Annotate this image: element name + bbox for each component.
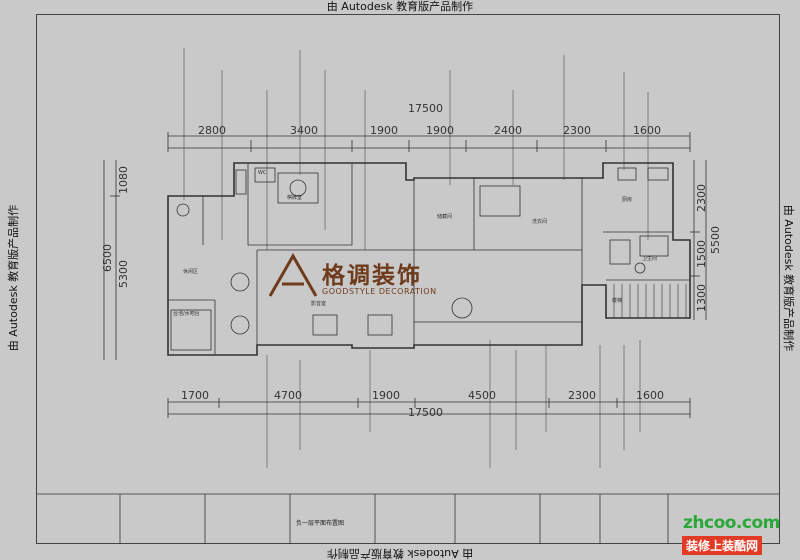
dim-right-seg: 1500 xyxy=(695,240,708,268)
dim-top-seg: 1600 xyxy=(633,124,661,137)
room-label: 休闲区 xyxy=(183,269,199,275)
dim-bottom-seg: 4700 xyxy=(274,389,302,402)
room-label: 台池/水吧台 xyxy=(173,311,200,317)
dim-left-seg: 1080 xyxy=(117,166,130,194)
dim-left-total: 6500 xyxy=(101,244,114,272)
dim-bottom-seg: 1900 xyxy=(372,389,400,402)
dim-right-seg: 2300 xyxy=(695,184,708,212)
dim-top-seg: 1900 xyxy=(426,124,454,137)
dim-top-seg: 2300 xyxy=(563,124,591,137)
room-label: WC xyxy=(258,170,267,176)
room-label: 洗衣间 xyxy=(532,219,548,225)
dim-right-total: 5500 xyxy=(709,226,722,254)
dim-right-seg: 1300 xyxy=(695,284,708,312)
room-label: 厨房 xyxy=(622,197,633,203)
dim-top-seg: 2400 xyxy=(494,124,522,137)
room-label: 储藏间 xyxy=(437,214,453,220)
drawing-frame xyxy=(36,14,780,544)
site-brand[interactable]: zhcoo.com xyxy=(683,513,780,533)
dim-bottom-seg: 1700 xyxy=(181,389,209,402)
dim-bottom-seg: 4500 xyxy=(468,389,496,402)
dim-bottom-seg: 2300 xyxy=(568,389,596,402)
room-label: 楼梯 xyxy=(612,298,623,304)
dim-left-seg: 5300 xyxy=(117,260,130,288)
company-logo-name: 格调装饰 xyxy=(322,263,422,289)
dim-top-seg: 3400 xyxy=(290,124,318,137)
dim-top-total: 17500 xyxy=(408,102,443,115)
site-slogan: 装修上装酷网 xyxy=(682,536,763,555)
dim-bottom-seg: 1600 xyxy=(636,389,664,402)
room-label: 影音室 xyxy=(311,301,327,307)
watermark-top: 由 Autodesk 教育版产品制作 xyxy=(326,0,474,13)
room-label: 卫生间 xyxy=(642,256,658,262)
room-label: 棋牌室 xyxy=(287,195,303,201)
dim-bottom-total: 17500 xyxy=(408,406,443,419)
dim-top-seg: 2800 xyxy=(198,124,226,137)
dim-top-seg: 1900 xyxy=(370,124,398,137)
company-logo-subtitle: GOODSTYLE DECORATION xyxy=(322,287,437,296)
drawing-title: 负一层平面布置图 xyxy=(296,520,345,527)
